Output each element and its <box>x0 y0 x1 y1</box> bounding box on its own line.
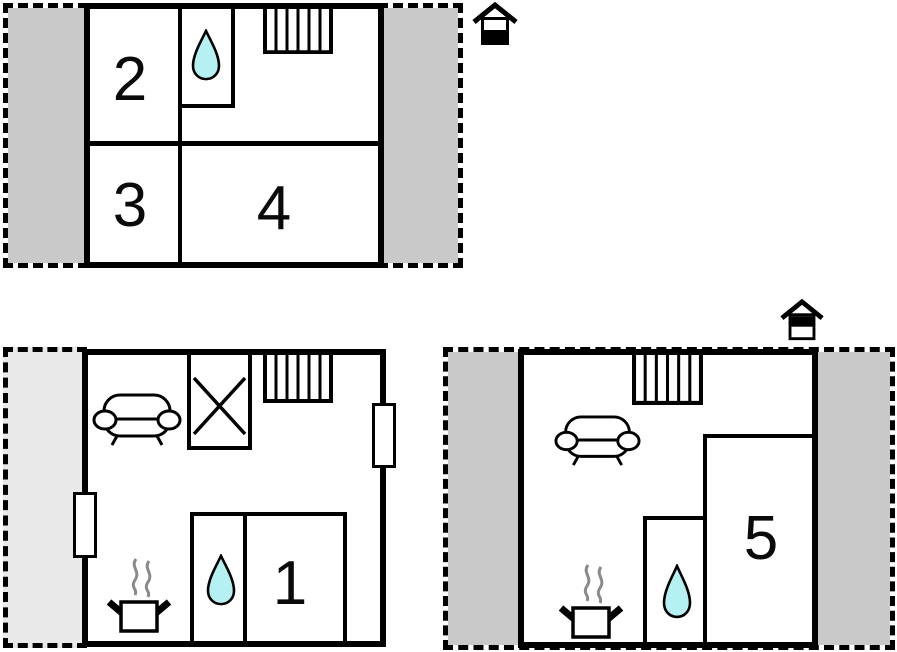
floor-plan-upper: 2 3 4 <box>3 3 463 268</box>
sofa-icon <box>554 414 641 466</box>
room-divider-wall <box>178 146 182 262</box>
room-5-box <box>703 434 812 642</box>
room-label-3: 3 <box>112 171 148 240</box>
cooking-pot-icon <box>556 562 626 640</box>
water-drop-icon <box>190 29 222 81</box>
wardrobe-crossed-box-icon <box>187 355 252 450</box>
cooking-pot-icon <box>104 556 174 634</box>
staircase-icon <box>632 355 703 405</box>
sloped-roof-area-right <box>818 352 890 645</box>
annex-outer-wall: 5 <box>518 349 818 648</box>
staircase-icon <box>263 355 333 403</box>
floor-plan-ground: 1 <box>3 347 386 648</box>
window-icon <box>73 492 97 558</box>
water-drop-icon <box>661 564 693 619</box>
staircase-icon <box>263 9 333 54</box>
room-divider-wall <box>178 9 182 145</box>
room-divider-wall <box>90 141 378 146</box>
house-lower-level-icon <box>472 2 518 45</box>
bathroom-box <box>178 9 235 108</box>
room-label-2: 2 <box>112 45 148 114</box>
upper-floor-outer-wall: 2 3 4 <box>84 3 384 268</box>
sloped-roof-area-right <box>384 8 458 263</box>
room-divider-wall <box>243 516 247 641</box>
room-label-1: 1 <box>272 549 308 618</box>
bedroom-bathroom-box <box>190 512 347 641</box>
sloped-roof-area-left <box>8 8 84 263</box>
ground-floor-outer-wall: 1 <box>82 349 386 647</box>
floor-plan-annex: 5 <box>443 347 895 650</box>
water-drop-icon <box>205 554 237 606</box>
window-icon <box>372 403 396 468</box>
room-label-4: 4 <box>256 174 292 243</box>
house-upper-level-icon <box>780 298 824 341</box>
sofa-icon <box>92 392 182 446</box>
sloped-roof-area-left <box>448 352 518 645</box>
room-label-5: 5 <box>743 504 779 573</box>
